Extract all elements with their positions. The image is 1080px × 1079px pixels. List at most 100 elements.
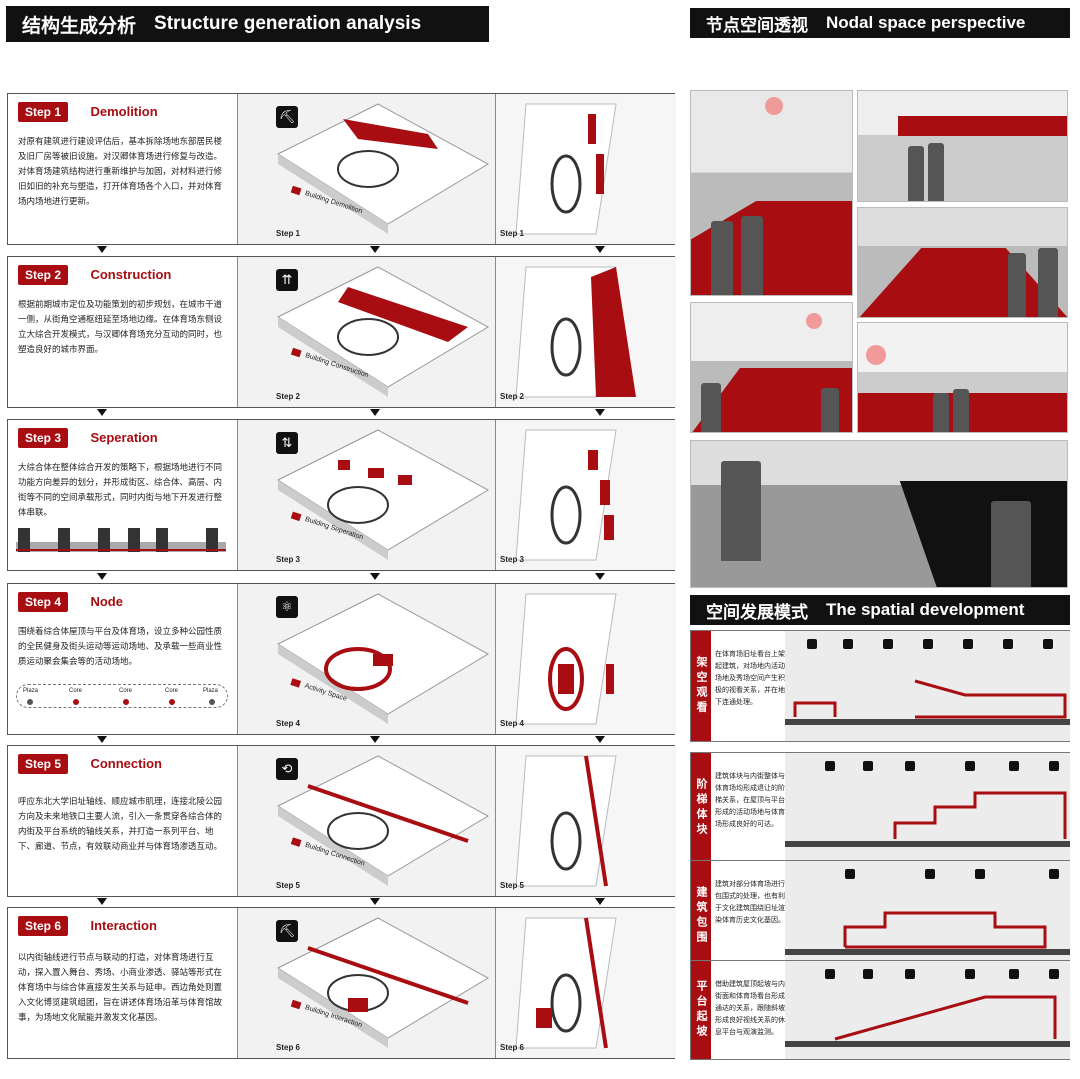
mode-title: 平台起坡 (691, 961, 711, 1059)
node-label: Core (165, 688, 179, 694)
plan-view: Step 1 (496, 94, 676, 244)
step-text: Step 4 Node 围绕着综合体屋顶与平台及体育场，设立多种公园性质的全民健… (8, 584, 238, 734)
plan-view: Step 4 (496, 584, 676, 734)
section-header-spatial: 空间发展模式 The spatial development (690, 595, 1070, 625)
axonometric-view: ⚛ Activity Space Step 4 (238, 584, 496, 734)
step-title: Connection (90, 756, 162, 771)
step-description: 对原有建筑进行建设评估后，基本拆除场地东部居民楼及旧厂房等被旧设施。对汉卿体育场… (18, 136, 223, 206)
step-title: Construction (90, 267, 172, 282)
perspective-image (857, 90, 1068, 202)
step-label: Step 3 (500, 555, 525, 564)
section-drawing (785, 995, 1070, 1047)
step-label: Step 5 (276, 881, 301, 890)
perspective-image (857, 207, 1068, 318)
step-badge: Step 4 (18, 592, 69, 612)
swap-arrows-icon: ⇅ (276, 432, 298, 454)
step-text: Step 3 Seperation 大综合体在整体综合开发的策略下，根据场地进行… (8, 420, 238, 570)
mode-description: 在体育场旧址看台上架起建筑，对场地内活动场地及秀场空间产生积极的视看关系，并在地… (715, 651, 785, 706)
connection-cycle-icon: ⟲ (276, 758, 298, 780)
step-title: Seperation (90, 430, 158, 445)
plan-view: Step 5 (496, 746, 676, 896)
step-description: 呼应东北大学旧址轴线、顺应城市肌理，连接北陵公园方向及未来地铁口主要人流，引入一… (18, 796, 223, 851)
step-panel: Step 2 Construction 根据前期城市定位及功能策划的初步规划，在… (7, 256, 676, 408)
header-en: Structure generation analysis (154, 13, 422, 34)
down-arrow-icon (97, 573, 107, 580)
axonometric-view: ⇈ Building Construction Step 2 (238, 257, 496, 407)
section-drawing (785, 679, 1070, 725)
axonometric-view: ⇅ Building Seperation Step 3 (238, 420, 496, 570)
down-arrow-icon (370, 573, 380, 580)
axonometric-drawing (276, 103, 490, 234)
step-badge: Step 1 (18, 102, 69, 122)
step-badge: Step 3 (18, 428, 69, 448)
axonometric-view: ⛏ Building Interaction Step 6 (238, 908, 496, 1058)
section-diagram (785, 861, 1070, 971)
axonometric-view: ⛏ Building Demolition Step 1 (238, 94, 496, 244)
step-label: Step 4 (276, 719, 301, 728)
section-diagram (785, 631, 1070, 741)
header-cn: 节点空间透视 (706, 15, 808, 35)
node-label: Plaza (23, 688, 39, 694)
perspective-image (690, 302, 853, 433)
section-header-nodal: 节点空间透视 Nodal space perspective (690, 8, 1070, 38)
step-label: Step 4 (500, 719, 525, 728)
step-title: Demolition (90, 104, 158, 119)
down-arrow-icon (595, 409, 605, 416)
down-arrow-icon (370, 246, 380, 253)
step-text: Step 1 Demolition 对原有建筑进行建设评估后，基本拆除场地东部居… (8, 94, 238, 244)
axonometric-drawing (276, 755, 490, 886)
step-label: Step 6 (500, 1043, 525, 1052)
node-label: Core (69, 688, 83, 694)
mode-title: 建筑包围 (691, 861, 711, 971)
plan-drawing (515, 917, 617, 1049)
bulldozer-icon: ⛏ (276, 106, 298, 128)
section-diagram (785, 961, 1070, 1059)
step-text: Step 2 Construction 根据前期城市定位及功能策划的初步规划，在… (8, 257, 238, 407)
mode-title: 架空观看 (691, 631, 711, 741)
axonometric-drawing (276, 429, 490, 560)
plan-view: Step 6 (496, 908, 676, 1058)
step-description: 根据前期城市定位及功能策划的初步规划，在城市干道一侧，从街角空通枢纽延至场地边缘… (18, 299, 223, 354)
down-arrow-icon (595, 736, 605, 743)
axonometric-view: ⟲ Building Connection Step 5 (238, 746, 496, 896)
down-arrow-icon (370, 898, 380, 905)
axonometric-drawing (276, 593, 490, 724)
step-label: Step 2 (276, 392, 301, 401)
molecule-icon: ⚛ (276, 596, 298, 618)
step-description: 围绕着综合体屋顶与平台及体育场，设立多种公园性质的全民健身及街头运动等运动场地、… (18, 626, 223, 666)
section-drawing (785, 791, 1070, 847)
step-text: Step 6 Interaction 以内街轴线进行节点与联动的打造，对体育场进… (8, 908, 238, 1058)
bulldozer-icon: ⛏ (276, 920, 298, 942)
step-label: Step 6 (276, 1043, 301, 1052)
down-arrow-icon (97, 898, 107, 905)
down-arrow-icon (370, 409, 380, 416)
step-label: Step 3 (276, 555, 301, 564)
plan-drawing (515, 593, 617, 725)
down-arrow-icon (370, 736, 380, 743)
development-mode-panel: 阶梯体块 建筑体块与内街整体与体育场均形成退让的阶梯关系，在屋顶与平台形成的活动… (690, 752, 1070, 864)
step-panel: Step 3 Seperation 大综合体在整体综合开发的策略下，根据场地进行… (7, 419, 676, 571)
step-text: Step 5 Connection 呼应东北大学旧址轴线、顺应城市肌理，连接北陵… (8, 746, 238, 896)
mode-description: 建筑对部分体育场进行包围式的处理，也有利于文化建筑围绕旧址渲染体育历史文化基因。 (715, 881, 785, 924)
plan-drawing (515, 755, 617, 887)
mode-description: 建筑体块与内街整体与体育场均形成退让的阶梯关系，在屋顶与平台形成的活动场地与体育… (715, 773, 785, 828)
step-title: Interaction (90, 918, 157, 933)
development-mode-panel: 建筑包围 建筑对部分体育场进行包围式的处理，也有利于文化建筑围绕旧址渲染体育历史… (690, 860, 1070, 972)
plan-view: Step 3 (496, 420, 676, 570)
step-label: Step 1 (500, 229, 525, 238)
header-cn: 结构生成分析 (22, 15, 137, 37)
step-description: 以内街轴线进行节点与联动的打造，对体育场进行互动，探入置入舞台、秀场、小商业渗透… (18, 952, 223, 1022)
step-panel: Step 4 Node 围绕着综合体屋顶与平台及体育场，设立多种公园性质的全民健… (7, 583, 676, 735)
arrows-up-icon: ⇈ (276, 269, 298, 291)
perspective-image (690, 440, 1068, 588)
header-en: The spatial development (826, 600, 1025, 619)
section-drawing (785, 911, 1070, 955)
development-mode-panel: 平台起坡 借助建筑屋顶起坡与内街面和体育场看台形成通达的关系，跟随斜坡形成良好视… (690, 960, 1070, 1060)
step-badge: Step 5 (18, 754, 69, 774)
step-panel: Step 1 Demolition 对原有建筑进行建设评估后，基本拆除场地东部居… (7, 93, 676, 245)
plan-drawing (515, 103, 617, 235)
step-label: Step 5 (500, 881, 525, 890)
development-mode-panel: 架空观看 在体育场旧址看台上架起建筑，对场地内活动场地及秀场空间产生积极的视看关… (690, 630, 1070, 742)
down-arrow-icon (97, 246, 107, 253)
mode-title: 阶梯体块 (691, 753, 711, 863)
